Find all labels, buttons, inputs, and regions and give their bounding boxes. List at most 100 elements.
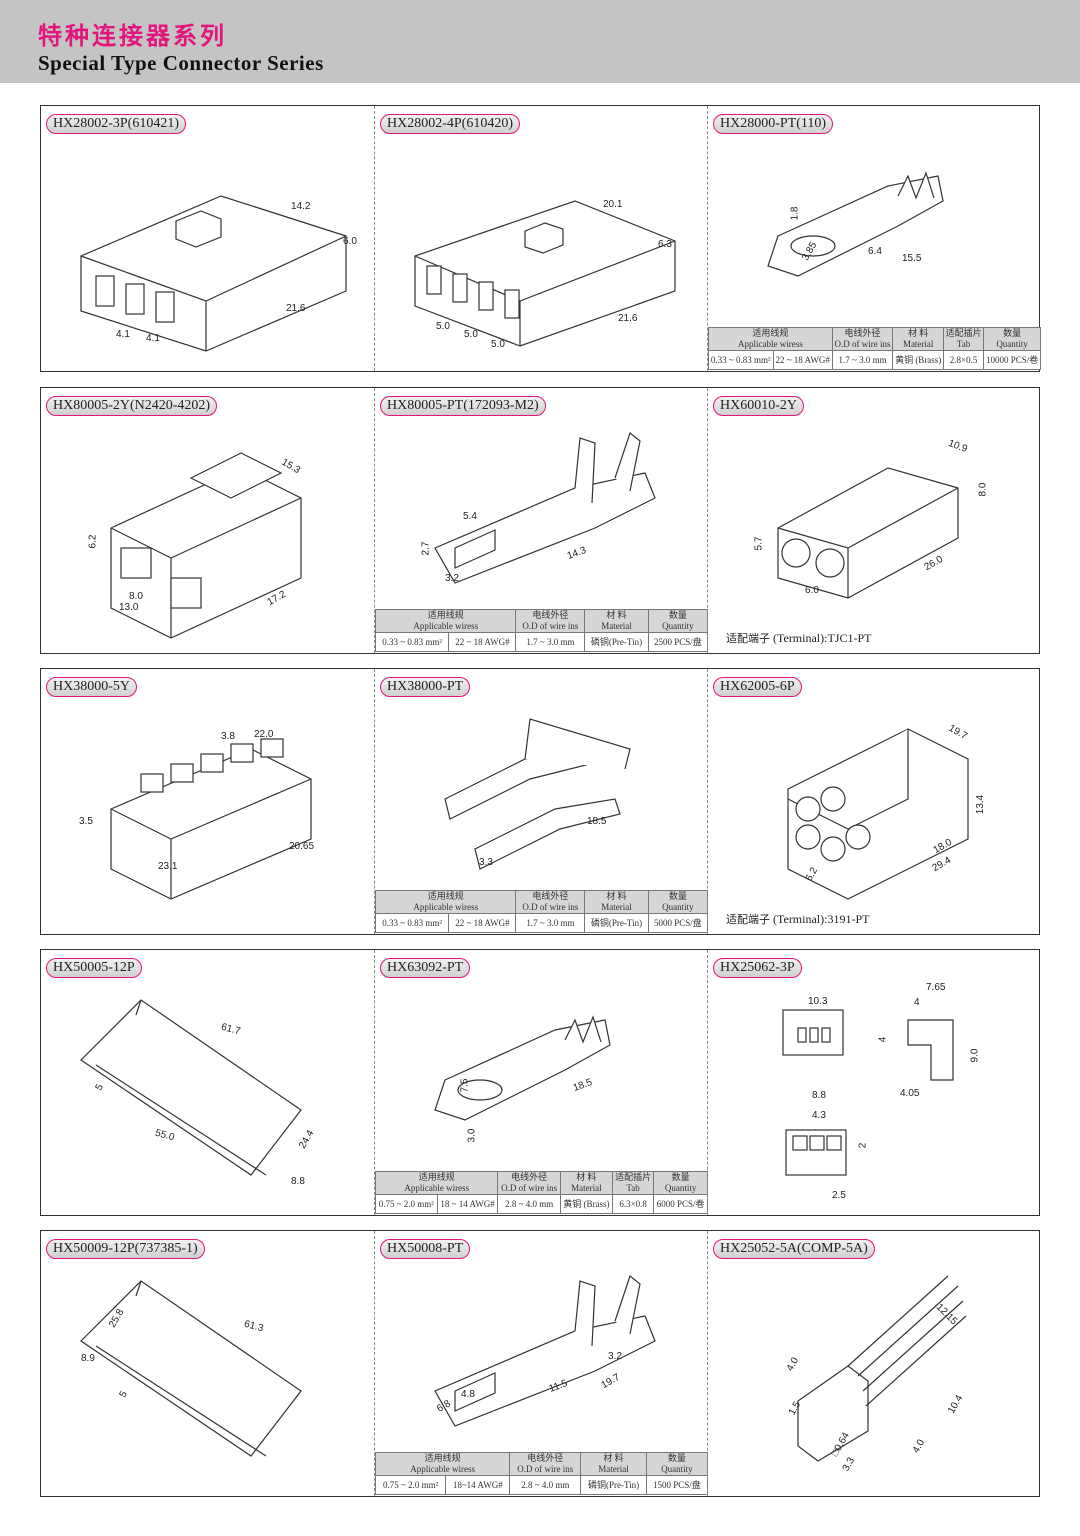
spec-value: 22 ~ 18 AWG# (448, 913, 517, 933)
dimension-label: 6.3 (658, 239, 672, 250)
product-code-label: HX28000-PT(110) (713, 114, 834, 134)
dimension-label: 22.0 (254, 729, 274, 740)
dimension-label: 7.65 (926, 982, 946, 993)
dimension-label: 4 (914, 997, 920, 1008)
spec-value: 0.33 ~ 0.83 mm² (374, 632, 450, 652)
dimension-label: 2 (857, 1142, 869, 1149)
dimension-label: 8.0 (129, 591, 143, 602)
product-code-label: HX25052-5A(COMP-5A) (713, 1239, 875, 1259)
product-code-label: HX28002-3P(610421) (46, 114, 186, 134)
dimension-label: 5.0 (491, 339, 505, 350)
spec-value: 2.8×0.5 (943, 350, 985, 370)
dimension-label: 3.5 (79, 816, 93, 827)
dimension-label: 4.1 (146, 333, 160, 344)
dimension-label: 18.5 (587, 816, 607, 827)
spec-value: 黄铜 (Brass) (559, 1194, 613, 1214)
dimension-label: 14.2 (291, 201, 311, 212)
dimension-label: 4.8 (461, 1389, 475, 1400)
dimension-label: 5.0 (464, 329, 478, 340)
product-code-label: HX80005-PT(172093-M2) (380, 396, 546, 416)
spec-value: 黄铜 (Brass) (892, 350, 945, 370)
dimension-label: 9.0 (969, 1048, 981, 1063)
dimension-label: 4.3 (812, 1110, 826, 1121)
dimension-label: 7.5 (459, 1078, 471, 1093)
dimension-label: 5.0 (436, 321, 450, 332)
product-drawing (110, 738, 312, 900)
dimension-label: 8.0 (977, 482, 989, 497)
spec-value: 18~14 AWG# (445, 1475, 511, 1495)
dimension-label: 4 (877, 1036, 889, 1043)
spec-value: 22 ~ 18 AWG# (772, 350, 833, 370)
spec-value: 1.7 ~ 3.0 mm (831, 350, 894, 370)
dimension-label: 3.2 (608, 1351, 622, 1362)
title-chinese: 特种连接器系列 (38, 22, 227, 50)
spec-value: 6000 PCS/卷 (653, 1194, 708, 1214)
spec-value: 0.33 ~ 0.83 mm² (374, 913, 450, 933)
spec-value: 0.75 ~ 2.0 mm² (375, 1194, 438, 1214)
spec-value: 2.8 ~ 4.0 mm (497, 1194, 561, 1214)
product-drawing (80, 999, 302, 1176)
product-drawing (797, 1275, 967, 1462)
dimension-label: 6.2 (87, 534, 99, 549)
dimension-label: 4.1 (116, 329, 130, 340)
dimension-label: 6.0 (805, 585, 819, 596)
dimension-label: 8.8 (812, 1090, 826, 1101)
spec-value: 22 ~ 18 AWG# (448, 632, 517, 652)
dimension-label: 3.2 (445, 573, 459, 584)
product-code-label: HX28002-4P(610420) (380, 114, 520, 134)
product-drawing (444, 718, 631, 870)
spec-value: 10000 PCS/卷 (983, 350, 1041, 370)
product-drawing (782, 1009, 954, 1176)
spec-value: 2.8 ~ 4.0 mm (509, 1475, 582, 1495)
spec-value: 磷铜(Pre-Tin) (584, 632, 649, 652)
dimension-label: 20.1 (603, 199, 623, 210)
product-drawing (777, 467, 959, 599)
spec-value: 1.7 ~ 3.0 mm (515, 632, 586, 652)
product-drawing (80, 195, 347, 352)
product-drawing (80, 1280, 302, 1457)
dimension-label: 20.65 (289, 841, 315, 852)
spec-value: 1500 PCS/盘 (645, 1475, 709, 1495)
product-drawing (434, 1015, 611, 1121)
dimension-label: 13.4 (975, 794, 987, 815)
terminal-note: 适配端子 (Terminal):TJC1-PT (726, 631, 872, 645)
product-code-label: HX50005-12P (46, 958, 142, 978)
dimension-label: 15.5 (902, 253, 922, 264)
dimension-label: 5.7 (753, 536, 765, 551)
product-code-label: HX25062-3P (713, 958, 802, 978)
dimension-label: 10.3 (808, 996, 828, 1007)
dimension-label: 8.9 (81, 1353, 95, 1364)
dimension-label: 21.6 (286, 303, 306, 314)
product-drawing (110, 452, 302, 639)
page-header: 特种连接器系列 Special Type Connector Series (0, 0, 1080, 83)
product-drawing (414, 200, 676, 347)
